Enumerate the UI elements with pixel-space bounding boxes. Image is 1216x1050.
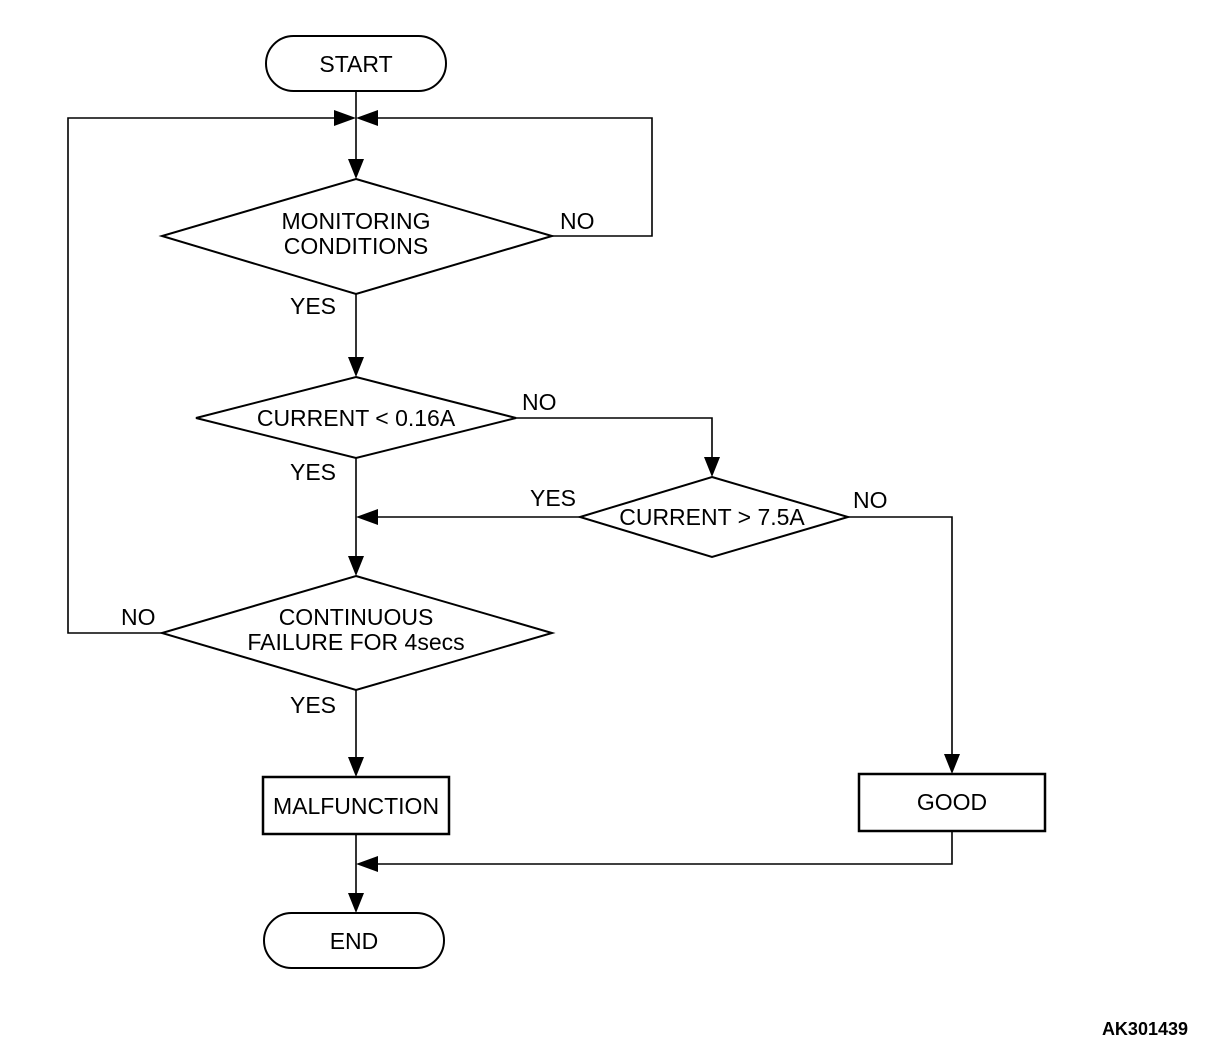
node-start: START [265, 35, 447, 92]
connector-lines [67, 91, 953, 898]
current-low-no-label: NO [522, 389, 557, 415]
node-current-high: CURRENT > 7.5A [576, 475, 852, 559]
continuous-label-line1: CONTINUOUS [279, 604, 434, 630]
arrowhead-right-into-merge [334, 110, 356, 126]
end-terminal [263, 912, 445, 969]
monitoring-label-line2: CONDITIONS [284, 233, 428, 259]
good-label: GOOD [917, 789, 987, 815]
arrowhead-left-into-merge [356, 110, 378, 126]
monitoring-label-line1: MONITORING [281, 208, 430, 234]
current-high-label: CURRENT > 7.5A [619, 504, 805, 530]
arrowhead-down-good [944, 754, 960, 774]
figure-id: AK301439 [1102, 1019, 1188, 1039]
arrowhead-down-current-low [348, 357, 364, 377]
continuous-label-line2: FAILURE FOR 4secs [247, 629, 464, 655]
start-terminal [265, 35, 447, 92]
arrowhead-down-end [348, 893, 364, 913]
connector-good-end [372, 831, 953, 865]
arrowheads [334, 110, 960, 913]
start-label: START [319, 51, 392, 77]
arrowhead-down-monitoring [348, 159, 364, 179]
monitoring-diamond [158, 177, 556, 296]
continuous-no-label: NO [121, 604, 156, 630]
malfunction-label: MALFUNCTION [273, 793, 439, 819]
arrowhead-left-good-merge [356, 856, 378, 872]
node-continuous-failure: CONTINUOUS FAILURE FOR 4secs [158, 574, 556, 692]
good-box [857, 772, 1047, 833]
continuous-yes-label: YES [290, 692, 336, 718]
malfunction-box [261, 775, 451, 836]
arrowhead-left-yes-merge [356, 509, 378, 525]
arrowhead-down-current-high [704, 457, 720, 477]
current-low-label: CURRENT < 0.16A [257, 405, 456, 431]
node-current-low: CURRENT < 0.16A [195, 375, 517, 460]
connector-monitoring-no-loop [372, 117, 653, 237]
monitoring-yes-label: YES [290, 293, 336, 319]
node-good: GOOD [857, 772, 1047, 833]
current-low-diamond [195, 375, 517, 460]
connector-current-high-no [848, 516, 953, 759]
arrowhead-down-malfunction [348, 757, 364, 777]
connector-current-low-no [516, 417, 713, 462]
current-high-no-label: NO [853, 487, 888, 513]
monitoring-no-label: NO [560, 208, 595, 234]
end-label: END [330, 928, 379, 954]
continuous-diamond [158, 574, 556, 692]
current-high-yes-label: YES [530, 485, 576, 511]
node-malfunction: MALFUNCTION [261, 775, 451, 836]
current-high-diamond [576, 475, 852, 559]
node-monitoring-conditions: MONITORING CONDITIONS [158, 177, 556, 296]
node-end: END [263, 912, 445, 969]
current-low-yes-label: YES [290, 459, 336, 485]
connector-continuous-no-loop [67, 117, 340, 634]
arrowhead-down-continuous [348, 556, 364, 576]
edge-labels: NO YES NO YES YES NO NO YES [121, 208, 888, 718]
